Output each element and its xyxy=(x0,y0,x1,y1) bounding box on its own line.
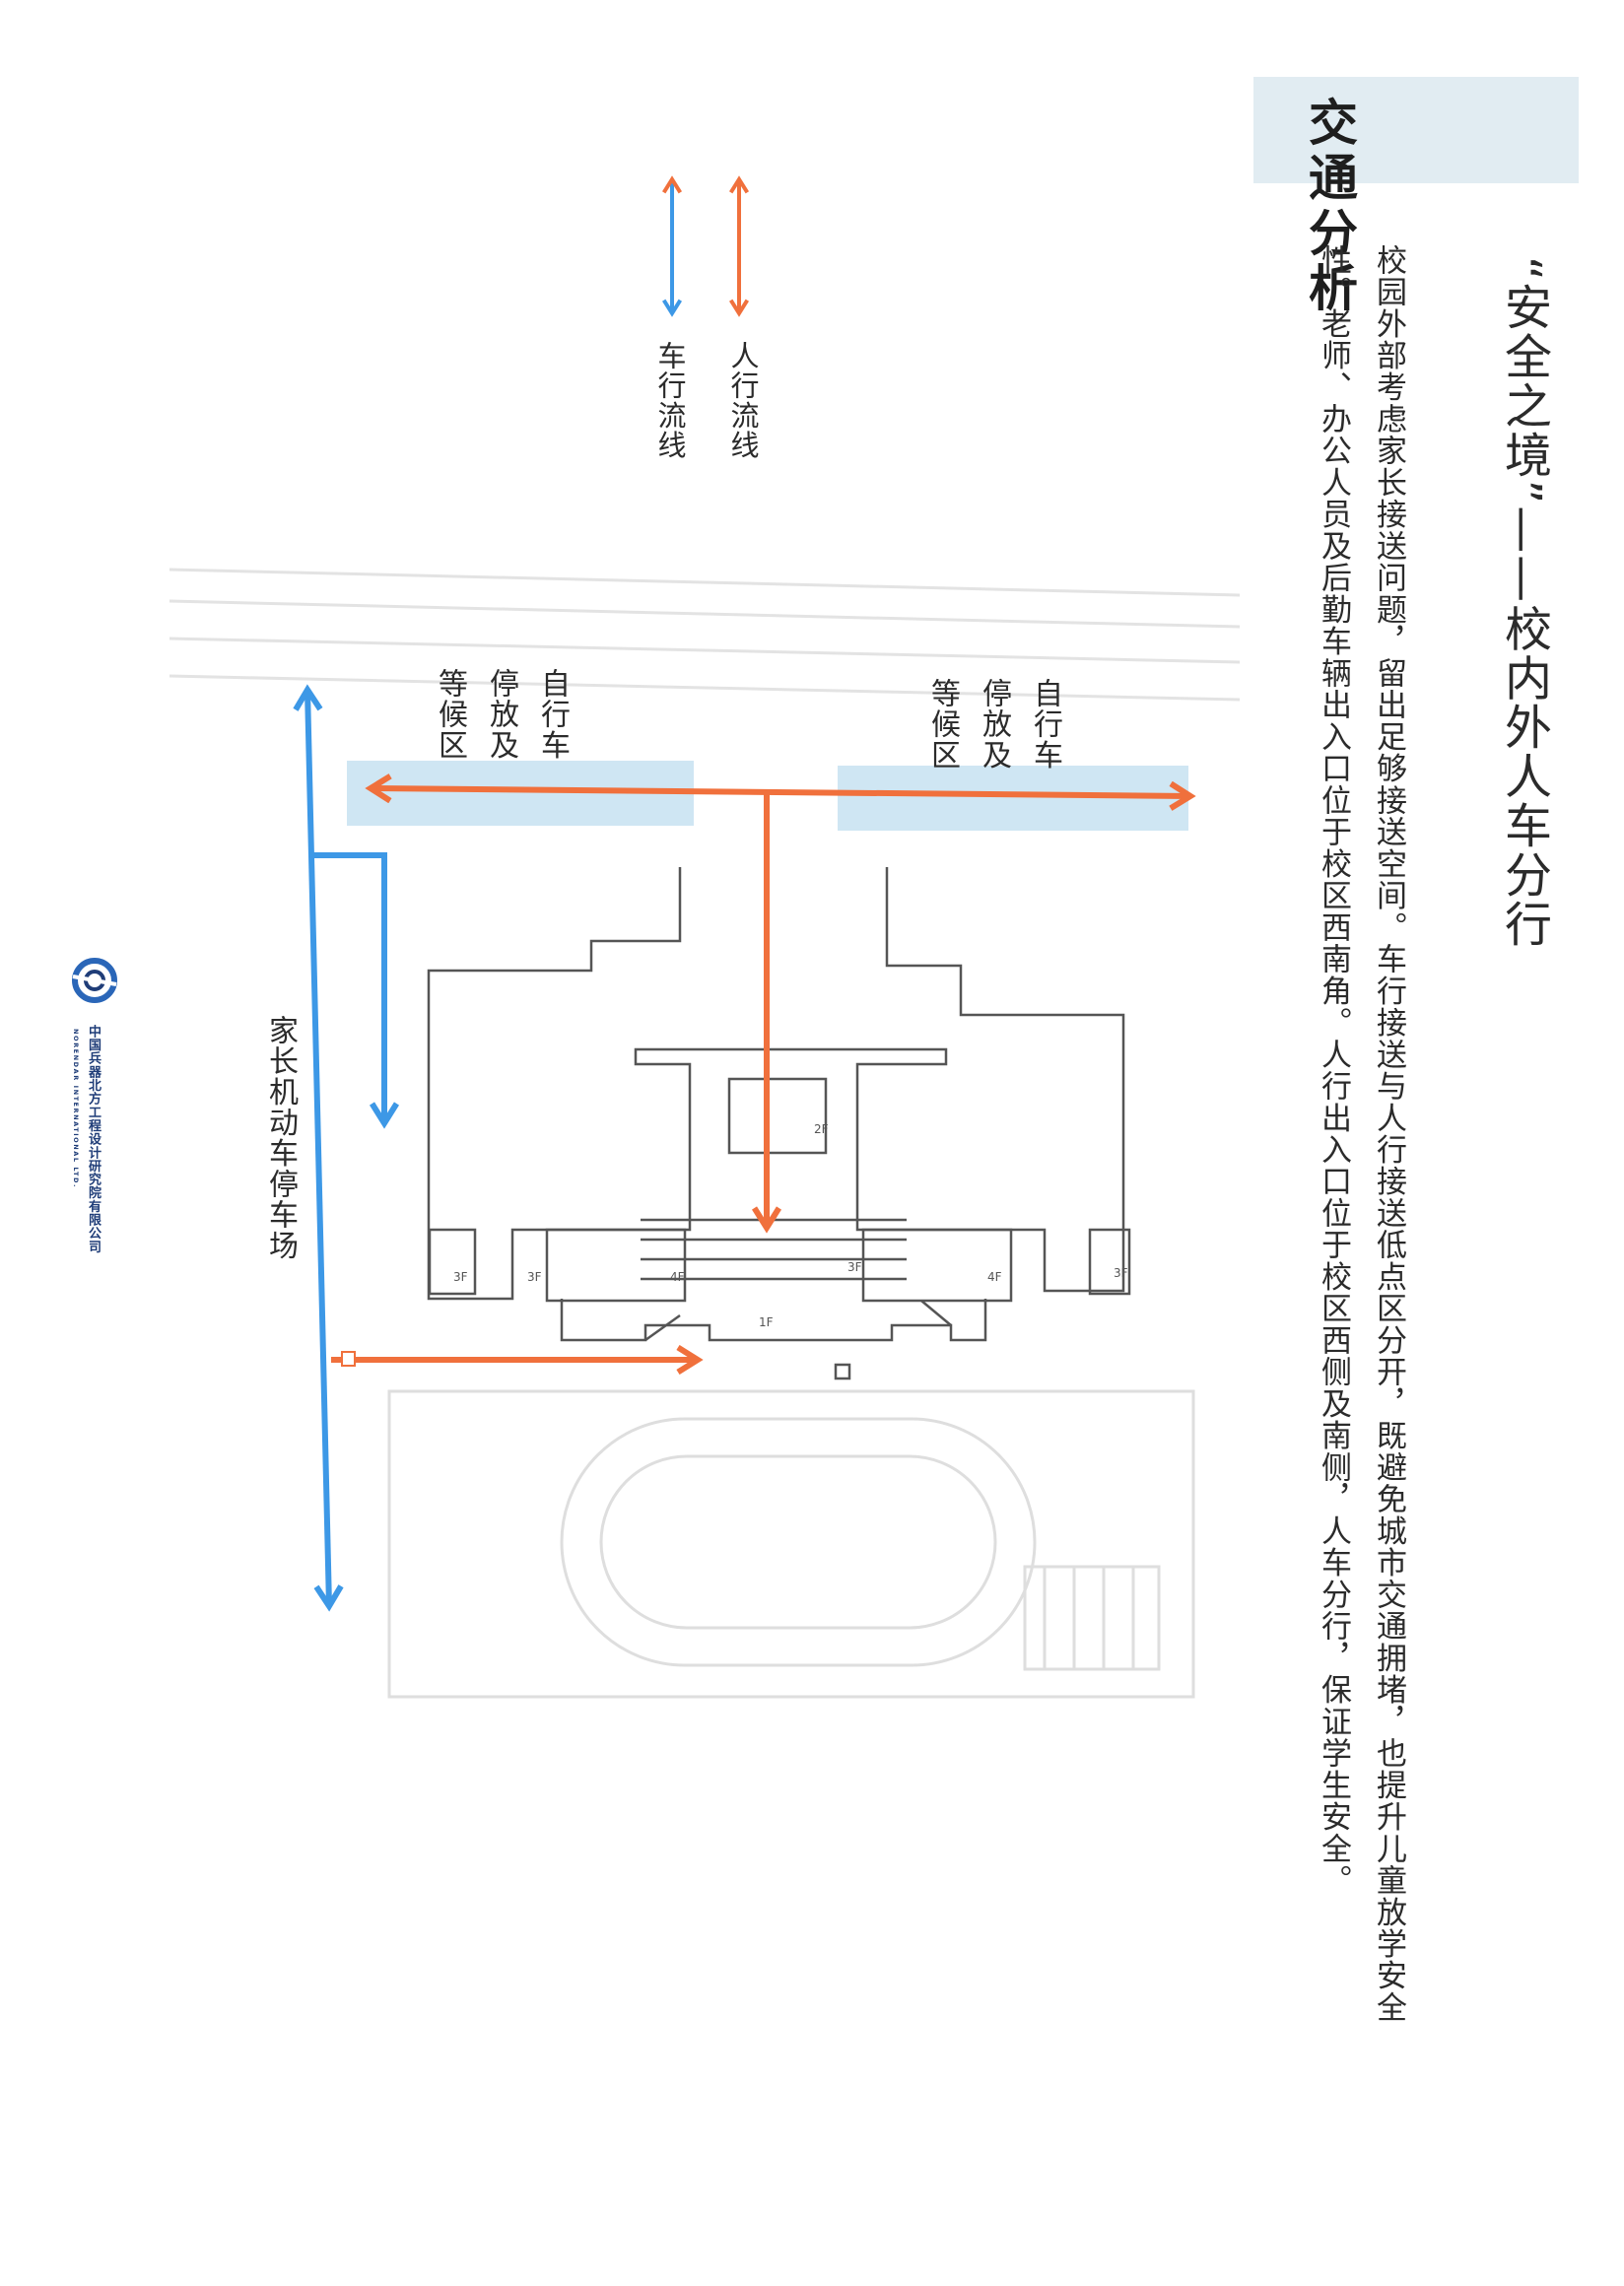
floor-label: 4F xyxy=(670,1270,685,1284)
pedestrian-main-arrow xyxy=(365,773,1196,811)
section-title: 交通分析 xyxy=(1301,97,1358,317)
bicycle-zone-west-label-2: 停放及 xyxy=(977,678,1011,771)
company-name: 中国兵器北方工程设计研究院有限公司 xyxy=(86,1025,101,1254)
sports-field xyxy=(387,1389,1195,1699)
body-text-line-1: 校园外部考虑家长接送问题，留出足够接送空间。车行接送与人行接送低点区分开，既避免… xyxy=(1371,244,1406,2024)
body-text-line-2: 性。老师、办公人员及后勤车辆出入口位于校区西南角。人行出入口位于校区西侧及南侧，… xyxy=(1316,244,1351,1897)
section-title-tab xyxy=(1253,77,1579,183)
bicycle-zone-west-label-1: 自行车 xyxy=(1028,678,1062,771)
bicycle-zone-east-label-1: 自行车 xyxy=(535,668,570,761)
floor-label: 4F xyxy=(987,1270,1002,1284)
floor-label: 1F xyxy=(759,1315,774,1329)
gate-marker xyxy=(341,1351,356,1367)
page-heading: “安全之境”——校内外人车分行 xyxy=(1496,256,1551,949)
floor-label: 3F xyxy=(453,1270,468,1284)
plan-floor-labels: 3F 4F 3F 2F 1F 4F 3F 3F xyxy=(453,1122,1128,1329)
bicycle-zone-east-label-3: 等候区 xyxy=(433,668,467,761)
road-lines xyxy=(169,568,1241,702)
vehicle-branch-arrow xyxy=(313,852,400,1129)
parent-parking-label: 家长机动车停车场 xyxy=(263,1015,298,1261)
floor-label: 3F xyxy=(527,1270,542,1284)
floor-label: 3F xyxy=(847,1260,862,1274)
company-name-en: NORENDAR INTERNATIONAL LTD. xyxy=(72,1029,80,1188)
floor-label: 2F xyxy=(814,1122,829,1136)
bicycle-zone-east-label-2: 停放及 xyxy=(484,668,518,761)
floor-label: 3F xyxy=(1114,1266,1128,1280)
bicycle-zone-west-label-3: 等候区 xyxy=(925,678,960,771)
legend-pedestrian-label: 人行流线 xyxy=(726,341,760,460)
vehicle-main-arrow xyxy=(293,684,344,1612)
school-building-plan xyxy=(427,867,1131,1380)
legend-vehicle-label: 车行流线 xyxy=(653,341,687,460)
company-logo-icon xyxy=(72,958,117,1003)
